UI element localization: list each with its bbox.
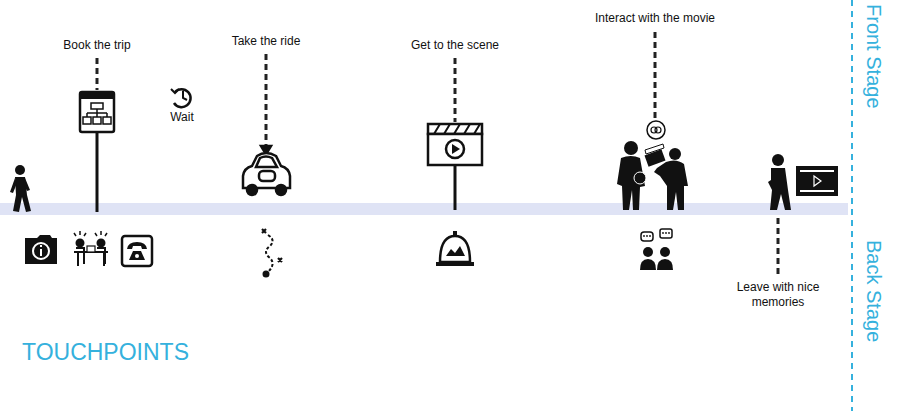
actors-icon bbox=[617, 121, 688, 210]
clock-icon bbox=[171, 89, 191, 107]
timeline-band bbox=[0, 203, 848, 215]
website-icon bbox=[80, 92, 114, 212]
helmet-icon bbox=[436, 231, 474, 266]
step-label: Get to the scene bbox=[385, 38, 525, 53]
step-label: Wait bbox=[152, 110, 212, 125]
phone-icon bbox=[122, 236, 152, 266]
clapperboard-icon bbox=[428, 124, 482, 210]
step-label: Leave with nice memories bbox=[718, 280, 838, 310]
leaving-person bbox=[768, 154, 838, 210]
meeting-icon bbox=[74, 231, 108, 266]
route-icon bbox=[262, 229, 282, 277]
info-folder-icon bbox=[25, 235, 57, 264]
spacer bbox=[858, 208, 900, 209]
car-icon bbox=[243, 146, 290, 195]
leader-lines bbox=[97, 32, 778, 276]
stage-divider bbox=[851, 0, 853, 411]
stage-label: Back Stage bbox=[864, 240, 884, 342]
support-team-icon bbox=[640, 229, 673, 270]
section-heading: TOUCHPOINTS bbox=[22, 338, 222, 367]
walking-person bbox=[10, 165, 31, 212]
step-label: Interact with the movie bbox=[565, 11, 745, 26]
step-label: Take the ride bbox=[206, 34, 326, 49]
stage-label: Front Stage bbox=[864, 4, 884, 109]
step-label: Book the trip bbox=[37, 38, 157, 53]
